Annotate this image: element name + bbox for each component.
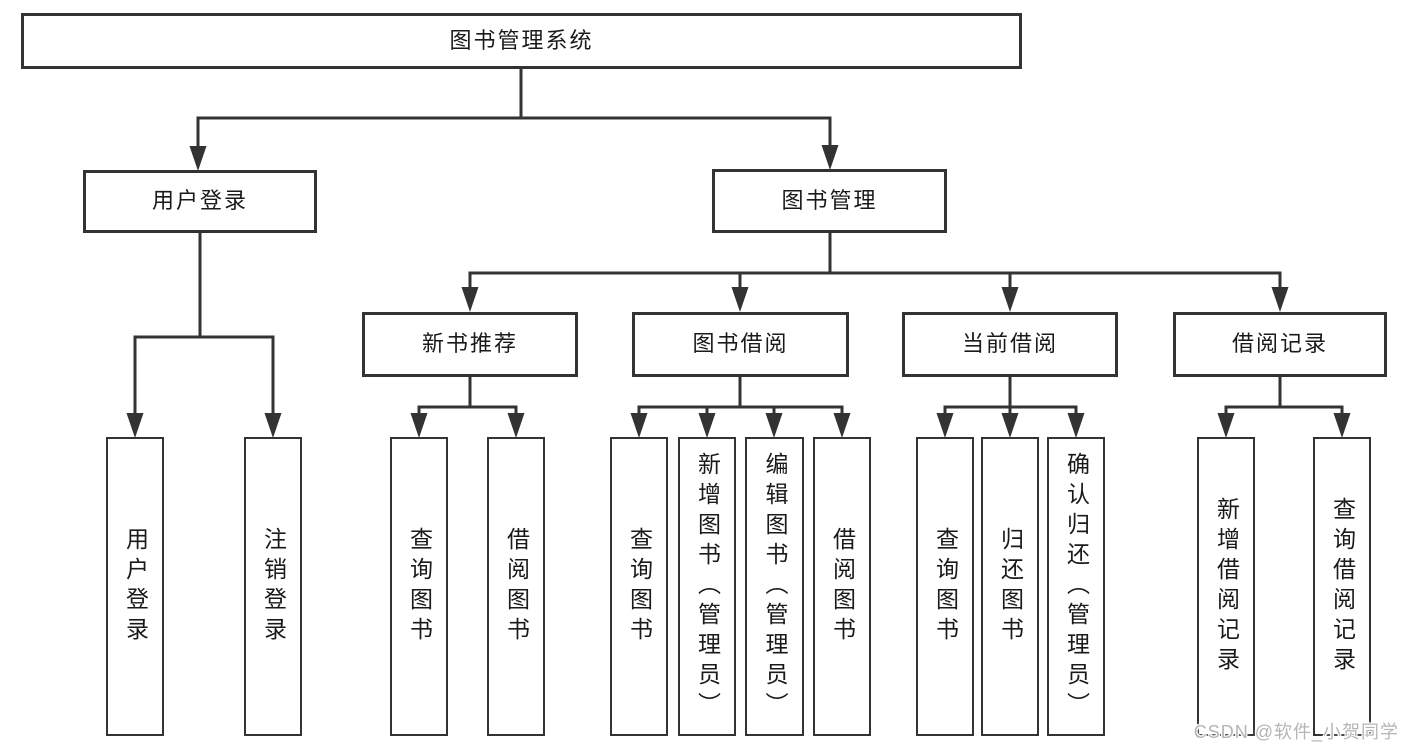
node-book-management-label: 图书管理 xyxy=(781,187,878,213)
arrowhead xyxy=(1067,413,1085,438)
leaf-bb-query-books: 查询图书 xyxy=(610,437,668,736)
arrowhead xyxy=(189,146,207,171)
leaf-cb-query-books-label: 查询图书 xyxy=(932,526,959,647)
leaf-cb-confirm-return-admin-label: 确认归还（管理员） xyxy=(1063,451,1090,722)
csdn-watermark: CSDN @软件_小贺同学 xyxy=(1193,722,1399,742)
leaf-br-query-record: 查询借阅记录 xyxy=(1313,437,1371,736)
node-book-management: 图书管理 xyxy=(712,169,947,233)
arrowhead xyxy=(936,413,954,438)
node-new-book-recommend-label: 新书推荐 xyxy=(421,331,518,357)
node-new-book-recommend: 新书推荐 xyxy=(362,312,578,377)
leaf-bb-borrow-books-label: 借阅图书 xyxy=(829,526,856,647)
leaf-nb-borrow-books-label: 借阅图书 xyxy=(503,526,530,647)
arrowhead xyxy=(410,413,428,438)
arrowhead xyxy=(821,145,839,170)
leaf-br-add-record-label: 新增借阅记录 xyxy=(1213,496,1240,677)
arrowhead xyxy=(731,287,749,312)
node-root-label: 图书管理系统 xyxy=(449,27,594,53)
node-current-borrowing-label: 当前借阅 xyxy=(961,331,1058,357)
node-borrowing-records: 借阅记录 xyxy=(1173,312,1387,377)
connector-newbook-to-leaves xyxy=(417,374,518,420)
node-user-login-label: 用户登录 xyxy=(151,188,248,214)
connector-borrowrecord-to-leaves xyxy=(1224,374,1344,420)
leaf-nb-query-books: 查询图书 xyxy=(390,437,448,736)
node-book-borrowing: 图书借阅 xyxy=(632,312,849,377)
connector-bookmgmt-to-level3 xyxy=(468,230,1282,293)
leaf-bb-add-books-admin-label: 新增图书（管理员） xyxy=(694,451,721,722)
leaf-user-login-label: 用户登录 xyxy=(122,526,149,647)
arrowhead xyxy=(698,413,716,438)
leaf-bb-edit-books-admin: 编辑图书（管理员） xyxy=(745,437,804,736)
arrowhead xyxy=(1271,287,1289,312)
arrowhead xyxy=(126,413,144,438)
leaf-br-add-record: 新增借阅记录 xyxy=(1197,437,1255,736)
leaf-nb-query-books-label: 查询图书 xyxy=(406,526,433,647)
leaf-logout-label: 注销登录 xyxy=(260,526,287,647)
leaf-bb-query-books-label: 查询图书 xyxy=(626,526,653,647)
arrowhead xyxy=(264,413,282,438)
arrowhead xyxy=(833,413,851,438)
leaf-cb-query-books: 查询图书 xyxy=(916,437,974,736)
arrowhead xyxy=(1001,413,1019,438)
node-root: 图书管理系统 xyxy=(21,13,1022,69)
leaf-cb-return-books-label: 归还图书 xyxy=(997,526,1024,647)
arrowhead xyxy=(1217,413,1235,438)
leaf-nb-borrow-books: 借阅图书 xyxy=(487,437,545,736)
leaf-cb-confirm-return-admin: 确认归还（管理员） xyxy=(1047,437,1105,736)
arrowhead xyxy=(765,413,783,438)
node-user-login: 用户登录 xyxy=(83,170,317,233)
leaf-user-login: 用户登录 xyxy=(106,437,164,736)
connector-bookborrow-to-leaves xyxy=(637,374,844,420)
node-borrowing-records-label: 借阅记录 xyxy=(1231,331,1328,357)
leaf-cb-return-books: 归还图书 xyxy=(981,437,1039,736)
arrowhead xyxy=(461,287,479,312)
arrowhead xyxy=(507,413,525,438)
node-current-borrowing: 当前借阅 xyxy=(902,312,1118,377)
connector-currentborrow-to-leaves xyxy=(943,374,1078,420)
leaf-bb-edit-books-admin-label: 编辑图书（管理员） xyxy=(762,451,788,722)
leaf-bb-add-books-admin: 新增图书（管理员） xyxy=(678,437,736,736)
arrowhead xyxy=(630,413,648,438)
leaf-logout: 注销登录 xyxy=(244,437,302,736)
leaf-br-query-record-label: 查询借阅记录 xyxy=(1329,496,1356,677)
arrowhead xyxy=(1001,287,1019,312)
connector-userlogin-to-leaves xyxy=(133,230,275,420)
node-book-borrowing-label: 图书借阅 xyxy=(692,331,789,357)
leaf-bb-borrow-books: 借阅图书 xyxy=(813,437,871,736)
connector-root-to-level2 xyxy=(196,65,832,152)
arrowhead xyxy=(1333,413,1351,438)
